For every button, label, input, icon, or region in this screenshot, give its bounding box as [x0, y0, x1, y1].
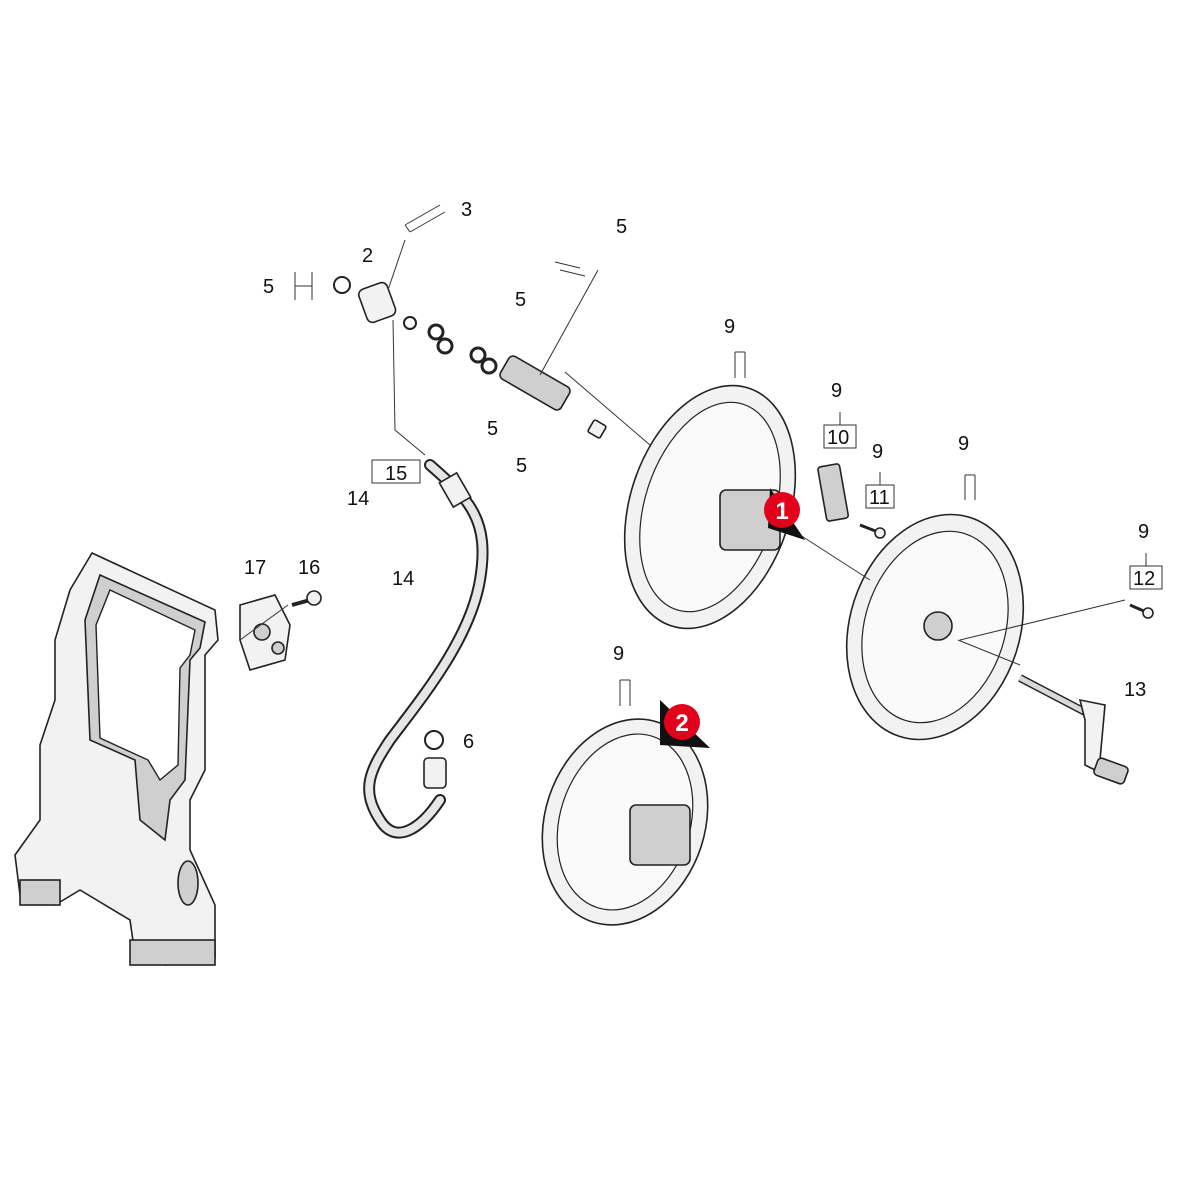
callout-5e: 5 [516, 455, 527, 477]
callout-3: 3 [461, 199, 472, 221]
reel-drum-alt-part [541, 718, 709, 926]
latch-part [817, 463, 850, 522]
screw-11-part [859, 523, 886, 539]
callout-14b: 14 [392, 568, 414, 590]
hose-holder-part [239, 594, 291, 671]
badge-2: 2 [660, 700, 710, 748]
screw-12-part [1129, 603, 1154, 619]
callout-9d: 9 [958, 433, 969, 455]
callout-5d: 5 [487, 418, 498, 440]
callout-16: 16 [298, 557, 320, 579]
callout-13: 13 [1124, 679, 1146, 701]
callout-9b: 9 [831, 380, 842, 402]
callout-2: 2 [362, 245, 373, 267]
leader-lines [239, 239, 1126, 741]
sleeve-part [357, 281, 397, 324]
callout-15: 15 [385, 463, 407, 485]
callout-9e: 9 [1138, 521, 1149, 543]
callout-5a: 5 [263, 276, 274, 298]
callout-9c: 9 [872, 441, 883, 463]
callout-labels: 3 2 5 5 5 5 5 9 9 10 9 11 9 9 12 13 9 15… [244, 199, 1155, 753]
callout-6: 6 [463, 731, 474, 753]
badge-1: 1 [764, 488, 805, 540]
badge-2-label: 2 [675, 710, 688, 737]
reel-drum-part [623, 384, 797, 630]
hose-fitting-part [423, 730, 447, 789]
crank-part [1018, 674, 1129, 785]
callout-14a: 14 [347, 488, 369, 510]
badge-1-label: 1 [775, 498, 788, 525]
callout-17: 17 [244, 557, 266, 579]
callout-brackets [294, 272, 1163, 706]
frame-part [14, 551, 219, 966]
callout-12: 12 [1133, 568, 1155, 590]
callout-10: 10 [827, 427, 849, 449]
callout-5b: 5 [515, 289, 526, 311]
callout-9a: 9 [724, 316, 735, 338]
callout-5c: 5 [616, 216, 627, 238]
clip-part [404, 204, 446, 233]
snap-ring-part [333, 276, 417, 330]
reel-disc-part [845, 513, 1025, 741]
hose-part [363, 459, 489, 839]
screw-part [291, 590, 322, 607]
callout-9f: 9 [613, 643, 624, 665]
callout-11: 11 [869, 487, 890, 509]
o-rings-part [427, 323, 498, 375]
